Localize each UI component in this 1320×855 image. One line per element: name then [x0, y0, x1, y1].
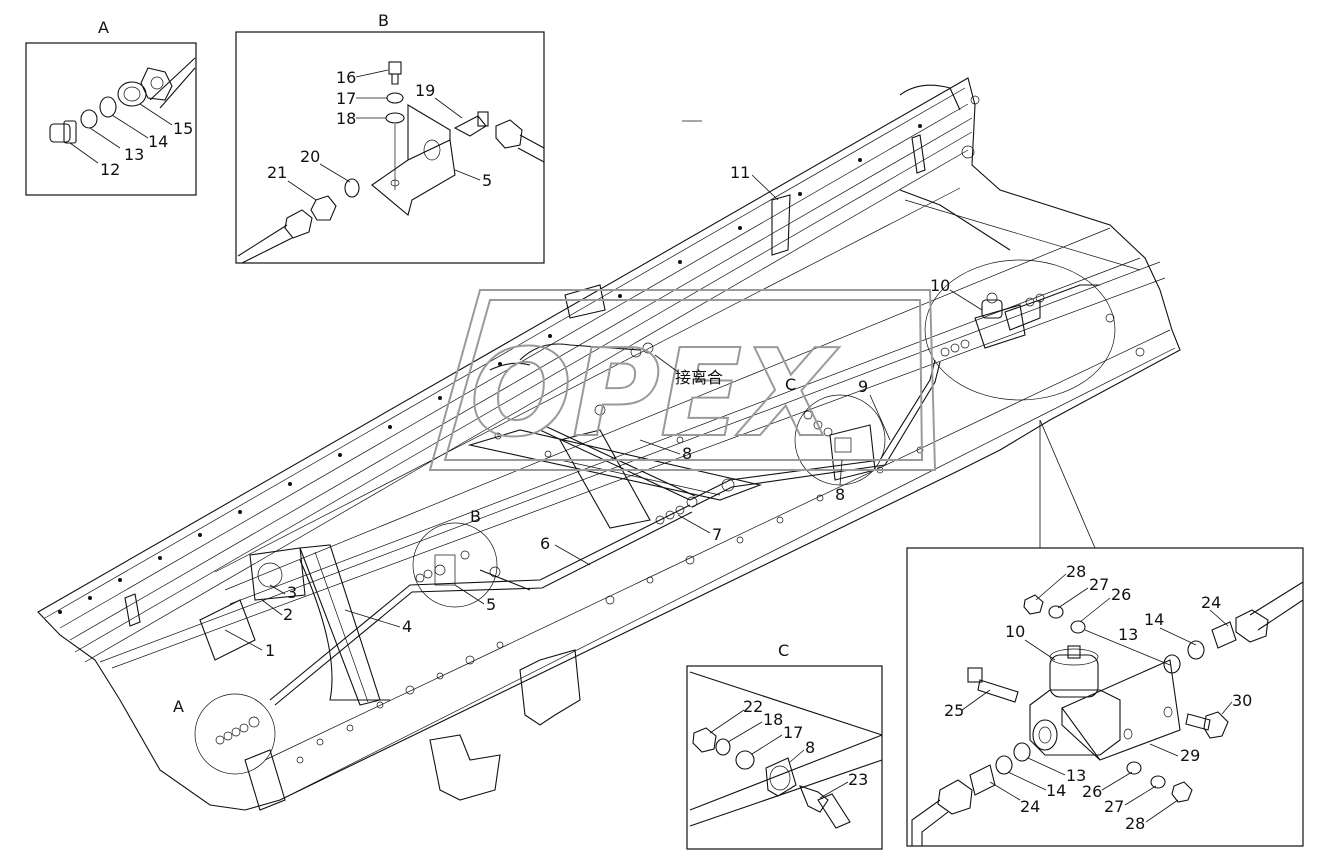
main-callouts: 接离合 1 2 3 4 5 6 7 8 8 9 10 11 A B C — [173, 120, 983, 716]
fitting-10 — [940, 293, 1045, 357]
detail-d-26b: 26 — [1082, 782, 1102, 801]
detail-b-17: 17 — [336, 89, 356, 108]
callout-11: 11 — [730, 163, 750, 182]
detail-b-21: 21 — [267, 163, 287, 182]
detail-d-14b: 14 — [1046, 781, 1066, 800]
callout-1: 1 — [265, 641, 275, 660]
callout-4: 4 — [402, 617, 412, 636]
detail-d-30: 30 — [1232, 691, 1252, 710]
chinese-label: 接离合 — [675, 368, 723, 387]
detail-d-10: 10 — [1005, 622, 1025, 641]
detail-d-27a: 27 — [1089, 575, 1109, 594]
detail-b-18: 18 — [336, 109, 356, 128]
detail-a-title: A — [98, 18, 109, 37]
watermark-text: OPEX — [470, 325, 840, 464]
detail-d-29: 29 — [1180, 746, 1200, 765]
detail-d-25: 25 — [944, 701, 964, 720]
callout-10: 10 — [930, 276, 950, 295]
detail-c-17: 17 — [783, 723, 803, 742]
fitting-a — [215, 716, 260, 745]
frame-assembly — [37, 77, 1181, 811]
detail-a-13: 13 — [124, 145, 144, 164]
fitting-b — [415, 550, 501, 586]
detail-view-a: A 12 13 14 15 — [25, 18, 197, 196]
detail-d-13a: 13 — [1118, 625, 1138, 644]
detail-a-15: 15 — [173, 119, 193, 138]
detail-c-23: 23 — [848, 770, 868, 789]
detail-d-14a: 14 — [1144, 610, 1164, 629]
detail-view-c: C 22 18 17 8 23 — [686, 641, 883, 850]
marker-b: B — [470, 507, 481, 526]
detail-view-b: B 16 17 18 19 20 21 — [235, 11, 545, 264]
detail-b-20: 20 — [300, 147, 320, 166]
detail-view-valve: 28 27 26 24 10 13 14 25 30 29 13 14 26 2… — [906, 547, 1304, 847]
detail-c-18: 18 — [763, 710, 783, 729]
fitting-7 — [655, 496, 698, 525]
callout-2: 2 — [283, 605, 293, 624]
detail-d-26a: 26 — [1111, 585, 1131, 604]
callout-3: 3 — [287, 583, 297, 602]
watermark: OPEX — [428, 289, 937, 471]
detail-b-19: 19 — [415, 81, 435, 100]
detail-c-title: C — [778, 641, 789, 660]
callout-5: 5 — [486, 595, 496, 614]
detail-a-14: 14 — [148, 132, 168, 151]
detail-d-28a: 28 — [1066, 562, 1086, 581]
detail-c-8: 8 — [805, 738, 815, 757]
callout-8b: 8 — [835, 485, 845, 504]
detail-c-22: 22 — [743, 697, 763, 716]
marker-c: C — [785, 375, 796, 394]
detail-d-28b: 28 — [1125, 814, 1145, 833]
detail-d-24a: 24 — [1201, 593, 1221, 612]
fitting-c — [803, 410, 852, 453]
callout-8a: 8 — [682, 444, 692, 463]
detail-b-title: B — [378, 11, 389, 30]
detail-a-12: 12 — [100, 160, 120, 179]
detail-d-27b: 27 — [1104, 797, 1124, 816]
detail-d-24b: 24 — [1020, 797, 1040, 816]
detail-b-5: 5 — [482, 171, 492, 190]
callout-6: 6 — [540, 534, 550, 553]
callout-7: 7 — [712, 525, 722, 544]
detail-b-16: 16 — [336, 68, 356, 87]
marker-a: A — [173, 697, 184, 716]
rail-holes — [58, 95, 1145, 764]
callout-9: 9 — [858, 377, 868, 396]
detail-d-13b: 13 — [1066, 766, 1086, 785]
